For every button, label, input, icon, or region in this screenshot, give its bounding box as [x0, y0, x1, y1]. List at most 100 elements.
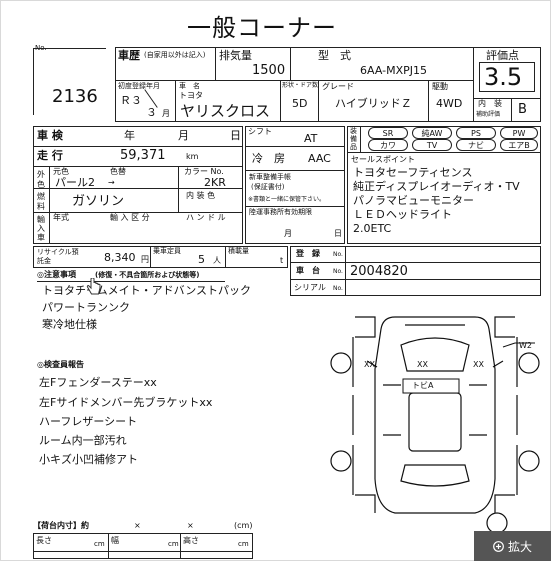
ac-value: AAC	[308, 152, 331, 165]
recycle-grid	[33, 246, 288, 268]
interior-sub: 補助評価	[476, 111, 501, 118]
cargo-x2: ×	[187, 521, 194, 530]
car-name-value: ヤリスクロス	[180, 102, 271, 120]
color-change-label: 色替	[110, 167, 126, 176]
handle-label: ハ ン ド ル	[186, 213, 226, 222]
equipment-grid	[347, 126, 541, 244]
equip-navi: ナビ	[456, 139, 496, 151]
recycle-label: リサイクル預託金	[37, 248, 79, 265]
drive-value: 4WD	[436, 97, 463, 110]
reg-expiry-label: 陸運事務所有効期限	[249, 208, 312, 216]
ac-label: 冷 房	[252, 152, 285, 165]
note-line-3: 寒冷地仕様	[42, 318, 97, 331]
notes-sub: (修復・不具合箇所および状態等)	[95, 271, 200, 279]
selling-points-label: セールスポイント	[351, 155, 415, 164]
doors-label: 形状・ドア数	[282, 82, 319, 89]
reg-month: ３	[146, 106, 157, 119]
equip-pw: PW	[500, 127, 538, 139]
inspection-year-label: 年	[124, 129, 135, 142]
capacity-label: 乗車定員	[153, 247, 181, 255]
score-label: 評価点	[486, 49, 519, 62]
inspector-line-2: 左Fサイドメンバー先ブラケットxx	[39, 396, 213, 409]
cargo-width-label: 幅	[111, 536, 119, 545]
inspector-line-5: 小キズ小凹補修アト	[39, 453, 138, 466]
zoom-label: 拡大	[507, 539, 532, 554]
reg-expiry-day: 日	[334, 229, 342, 238]
interior-color-label: 内 装 色	[186, 191, 216, 200]
equipment-label: 装備品	[350, 127, 357, 151]
maker-value: トヨタ	[179, 91, 203, 100]
selling-point-4: ＬＥＤヘッドライト	[353, 208, 452, 221]
history-label: 車歴	[118, 49, 140, 62]
equip-ps: PS	[456, 127, 496, 139]
serial-no-label: No.	[333, 285, 343, 292]
cargo-label: 【荷台内寸】約	[33, 521, 89, 530]
selling-point-1: トヨタセーフティセンス	[353, 166, 473, 179]
warranty-label: 新車整備手帳	[249, 173, 291, 181]
cargo-x1: ×	[134, 521, 141, 530]
fuel-label: 燃料	[37, 192, 45, 211]
shift-value: AT	[304, 132, 318, 145]
warranty-sub: (保証書付)	[251, 183, 285, 191]
grade-value: ハイブリッドＺ	[335, 97, 412, 110]
capacity-unit: 人	[213, 256, 221, 265]
header-grid	[115, 47, 541, 122]
reg-no-label: No.	[333, 251, 343, 258]
chassis-value: 2004820	[350, 264, 408, 279]
model-value: 6AA-MXPJ15	[360, 64, 427, 77]
hand-cursor-icon	[86, 278, 101, 295]
import-class-label: 輸 入 区 分	[110, 213, 150, 222]
warranty-note: ※書類と一緒に保管下さい。	[248, 196, 326, 203]
equip-aw: 純AW	[412, 127, 452, 139]
history-note: (自家用以外は記入)	[144, 51, 206, 59]
inspection-day-label: 日	[230, 129, 241, 142]
import-label: 輸入車	[37, 215, 45, 242]
equip-airbag: エアB	[500, 139, 538, 151]
lot-number: 2136	[52, 86, 98, 107]
equip-tv: TV	[412, 139, 452, 151]
spec-grid	[33, 126, 243, 244]
inspector-line-1: 左Fフェンダーステーxx	[39, 376, 157, 389]
cargo-width-cm: cm	[168, 540, 179, 548]
inspector-line-4: ルーム内一部汚れ	[39, 434, 127, 447]
reg-label: 初度登録年月	[118, 82, 160, 90]
color-no-value: 2KR	[204, 176, 226, 189]
damage-mark-right: XX	[473, 360, 484, 369]
reg-era: Ｒ３	[120, 94, 142, 107]
car-name-label: 車 名	[179, 82, 200, 90]
import-year-label: 年式	[53, 213, 69, 222]
load-unit: t	[280, 256, 284, 265]
registration-grid	[290, 246, 541, 296]
zoom-button[interactable]: 拡大	[474, 531, 551, 561]
fuel-value: ガソリン	[72, 194, 125, 209]
cargo-length-label: 長さ	[36, 536, 52, 545]
equip-sr: SR	[368, 127, 408, 139]
car-damage-diagram	[330, 316, 540, 534]
selling-point-3: パノラマビューモニター	[353, 194, 474, 207]
reg-label: 登 録	[296, 249, 320, 258]
doors-value: 5D	[292, 97, 308, 110]
cargo-height-cm: cm	[238, 540, 249, 548]
zoom-plus-icon	[493, 540, 504, 552]
mileage-unit: km	[186, 152, 199, 161]
chassis-label: 車 台	[296, 266, 320, 275]
shift-label: シフト	[248, 127, 272, 136]
note-line-2: パワートランンク	[42, 301, 130, 314]
color-orig-label: 元色	[53, 167, 69, 176]
mileage-label: 走 行	[37, 149, 63, 162]
selling-point-2: 純正ディスプレイオーディオ・TV	[353, 180, 520, 193]
chassis-no-label: No.	[333, 268, 343, 275]
displacement-label: 排気量	[219, 49, 252, 62]
load-label: 積載量	[228, 247, 249, 255]
interior-value: B	[518, 102, 527, 117]
color-arrow: →	[108, 178, 115, 187]
inspector-label: ◎検査員報告	[37, 360, 84, 369]
color-no-label: カラー No.	[184, 167, 224, 176]
inspection-month-label: 月	[178, 129, 189, 142]
serial-label: シリアル	[294, 283, 326, 292]
interior-label: 内 装	[478, 99, 502, 108]
selling-point-5: 2.0ETC	[353, 222, 392, 235]
cargo-height-label: 高さ	[183, 536, 199, 545]
recycle-unit: 円	[141, 255, 149, 264]
grade-label: グレード	[322, 82, 354, 91]
